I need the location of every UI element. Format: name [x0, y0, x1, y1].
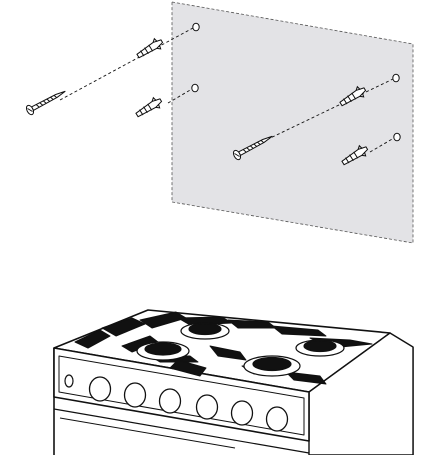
drill-hole-icon: [392, 73, 400, 83]
cooker-side-face: [308, 332, 414, 455]
control-knob-icon: [265, 406, 289, 432]
screw-icon: [232, 135, 273, 161]
burner-icon: [243, 355, 301, 377]
alignment-lines: [59, 27, 395, 153]
oven-door-edge: [59, 417, 236, 449]
wall-plug-icon: [136, 37, 164, 59]
drill-hole-icon: [191, 83, 199, 93]
drill-hole-icon: [393, 132, 401, 142]
ignition-button-icon: [64, 374, 74, 388]
alignment-line: [167, 88, 193, 104]
burner-group: [136, 322, 345, 377]
drill-hole-group: [191, 22, 401, 142]
wall-plug-icon: [135, 96, 163, 118]
control-knob-icon: [123, 382, 147, 408]
control-knob-icon: [158, 388, 182, 414]
pan-support-icon: [74, 311, 373, 385]
drill-hole-icon: [192, 22, 200, 32]
control-knobs: [88, 376, 289, 432]
burner-icon: [295, 339, 345, 357]
burner-icon: [136, 341, 190, 361]
cooker-icon: [53, 309, 414, 455]
control-knob-icon: [195, 394, 219, 420]
burner-icon: [180, 322, 230, 340]
oven-door-edge: [53, 408, 310, 454]
control-knob-icon: [230, 400, 254, 426]
screw-icon: [25, 90, 66, 116]
control-knob-icon: [88, 376, 112, 402]
wall-panel: [171, 1, 414, 244]
alignment-line: [261, 78, 394, 143]
wall-plug-icon: [341, 144, 369, 166]
wall-plug-icon: [339, 85, 367, 107]
alignment-line: [369, 137, 395, 153]
